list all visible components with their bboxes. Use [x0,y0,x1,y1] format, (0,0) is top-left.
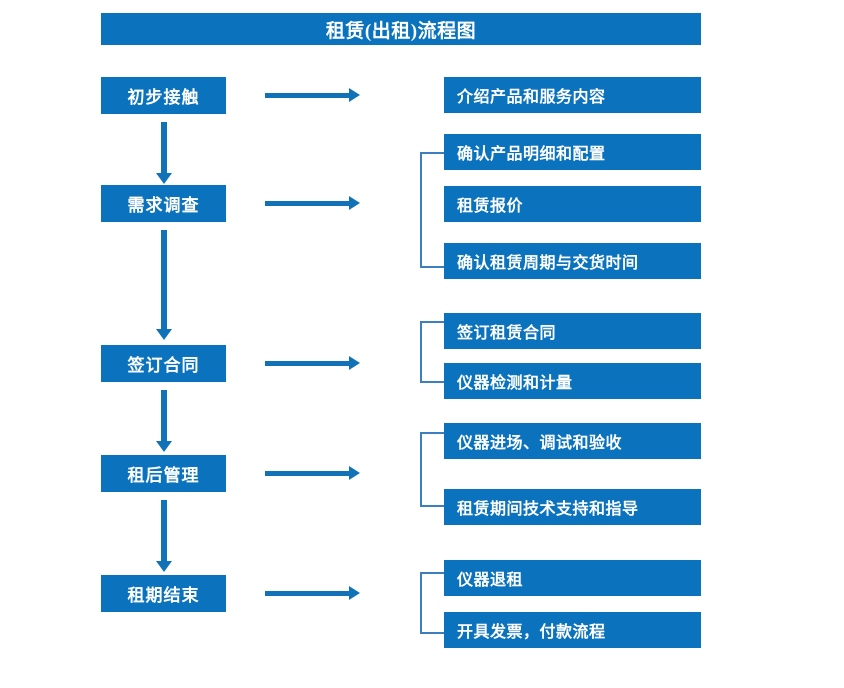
horizontal-arrow-requirement-survey [265,196,360,210]
bracket-requirement-survey-group [420,152,444,268]
bracket-post-rental-group [420,432,444,507]
horizontal-arrow-initial-contact [265,88,360,102]
detail-box-instrument-inspection-metering[interactable]: 仪器检测和计量 [444,363,701,399]
stage-box-sign-contract[interactable]: 签订合同 [101,345,226,382]
detail-box-rental-quotation[interactable]: 租赁报价 [444,186,701,222]
detail-box-instrument-entry-commissioning-acceptance[interactable]: 仪器进场、调试和验收 [444,423,701,459]
horizontal-arrow-rental-end [265,586,360,600]
stage-box-post-rental-management[interactable]: 租后管理 [101,455,226,492]
detail-box-confirm-product-details[interactable]: 确认产品明细和配置 [444,134,701,170]
stage-box-requirement-survey[interactable]: 需求调查 [101,185,226,222]
horizontal-arrow-sign-contract [265,356,360,370]
bracket-sign-contract-group [420,321,444,383]
detail-box-instrument-return[interactable]: 仪器退租 [444,560,701,596]
flowchart-title: 租赁(出租)流程图 [101,13,701,45]
detail-box-introduce-products-services[interactable]: 介绍产品和服务内容 [444,77,701,113]
vertical-arrow-management-to-end [156,500,172,572]
stage-box-rental-end[interactable]: 租期结束 [101,575,226,612]
detail-box-invoice-payment-process[interactable]: 开具发票，付款流程 [444,612,701,648]
vertical-arrow-survey-to-contract [156,230,172,340]
bracket-rental-end-group [420,572,444,634]
vertical-arrow-contract-to-management [156,390,172,452]
horizontal-arrow-post-rental-management [265,466,360,480]
detail-box-technical-support-guidance[interactable]: 租赁期间技术支持和指导 [444,489,701,525]
detail-box-sign-rental-contract[interactable]: 签订租赁合同 [444,313,701,349]
stage-box-initial-contact[interactable]: 初步接触 [101,77,226,114]
detail-box-confirm-rental-period-delivery[interactable]: 确认租赁周期与交货时间 [444,243,701,279]
vertical-arrow-initial-to-survey [156,122,172,184]
